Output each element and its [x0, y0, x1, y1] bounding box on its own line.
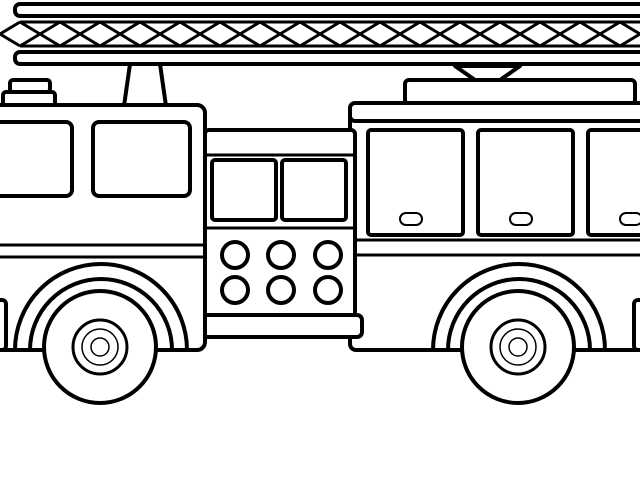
compartment-door	[366, 128, 465, 237]
ladder-rung	[299, 20, 341, 48]
panel-circle	[313, 240, 343, 270]
ladder-rung	[379, 20, 421, 48]
ladder-rung	[539, 20, 581, 48]
front-bumper	[0, 298, 8, 352]
ladder-rung	[499, 20, 541, 48]
middle-window-left	[210, 158, 278, 222]
ladder-rung	[579, 20, 621, 48]
front-wheel	[13, 262, 189, 405]
ladder-rung	[219, 20, 261, 48]
compartment-door	[476, 128, 575, 237]
ladder-rung	[419, 20, 461, 48]
compartment-doors	[366, 128, 640, 237]
panel-circle	[266, 240, 296, 270]
rear-wheel	[431, 262, 607, 405]
middle-window-right	[280, 158, 348, 222]
door-handle-icon	[509, 212, 533, 226]
panel-circle	[220, 275, 250, 305]
panel-circle	[313, 275, 343, 305]
ladder-rung	[59, 20, 101, 48]
ladder-rung	[0, 32, 21, 48]
rear-bumper	[632, 298, 640, 352]
bumper	[196, 313, 364, 339]
ladder-rung	[259, 20, 301, 48]
compartment-door	[586, 128, 640, 237]
panel-circle	[220, 240, 250, 270]
door-handle-icon	[399, 212, 423, 226]
ladder-mount	[453, 64, 522, 82]
ladder	[0, 2, 640, 66]
cab-window-front	[0, 120, 74, 198]
ladder-rung	[339, 20, 381, 48]
ladder-rung	[99, 20, 141, 48]
cab-window-side	[91, 120, 192, 198]
panel-circles	[220, 240, 343, 305]
ladder-rung	[619, 20, 640, 36]
rear-top-platform	[403, 78, 637, 106]
ladder-rung	[179, 20, 221, 48]
door-handle-icon	[619, 212, 640, 226]
ladder-rung	[139, 20, 181, 48]
panel-circle	[266, 275, 296, 305]
ladder-rung	[0, 20, 21, 36]
ladder-rung	[459, 20, 501, 48]
ladder-rung	[19, 20, 61, 48]
beacon	[122, 62, 168, 108]
ladder-rung	[619, 32, 640, 48]
